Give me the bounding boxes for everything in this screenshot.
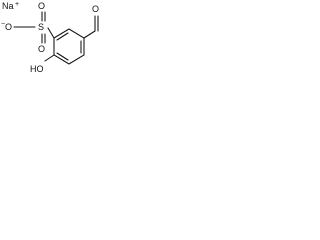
sulfonate-negative-charge: − bbox=[1, 21, 5, 28]
sodium-positive-charge: + bbox=[15, 1, 19, 8]
sulfonate-oxygen-bottom: O bbox=[38, 44, 45, 54]
bond-ring-aldehyde-carbon bbox=[83, 30, 96, 39]
bond-ring-hydroxyl bbox=[44, 54, 55, 62]
sodium-symbol: Na bbox=[2, 1, 14, 11]
ring-double-bond-inner-1 bbox=[56, 32, 69, 41]
aldehyde-oxygen: O bbox=[92, 4, 99, 14]
sulfonate-oxygen-left: O bbox=[5, 22, 12, 32]
sulfonate-oxygen-top: O bbox=[38, 1, 45, 11]
chemical-structure-diagram: Na + O − O S O O HO bbox=[1, 1, 99, 74]
ring-double-bond-inner-3 bbox=[56, 52, 69, 61]
benzene-ring bbox=[53, 28, 85, 65]
sulfur-atom: S bbox=[38, 22, 44, 32]
hydroxyl-label: HO bbox=[30, 64, 44, 74]
bond-s-ring bbox=[47, 27, 55, 39]
